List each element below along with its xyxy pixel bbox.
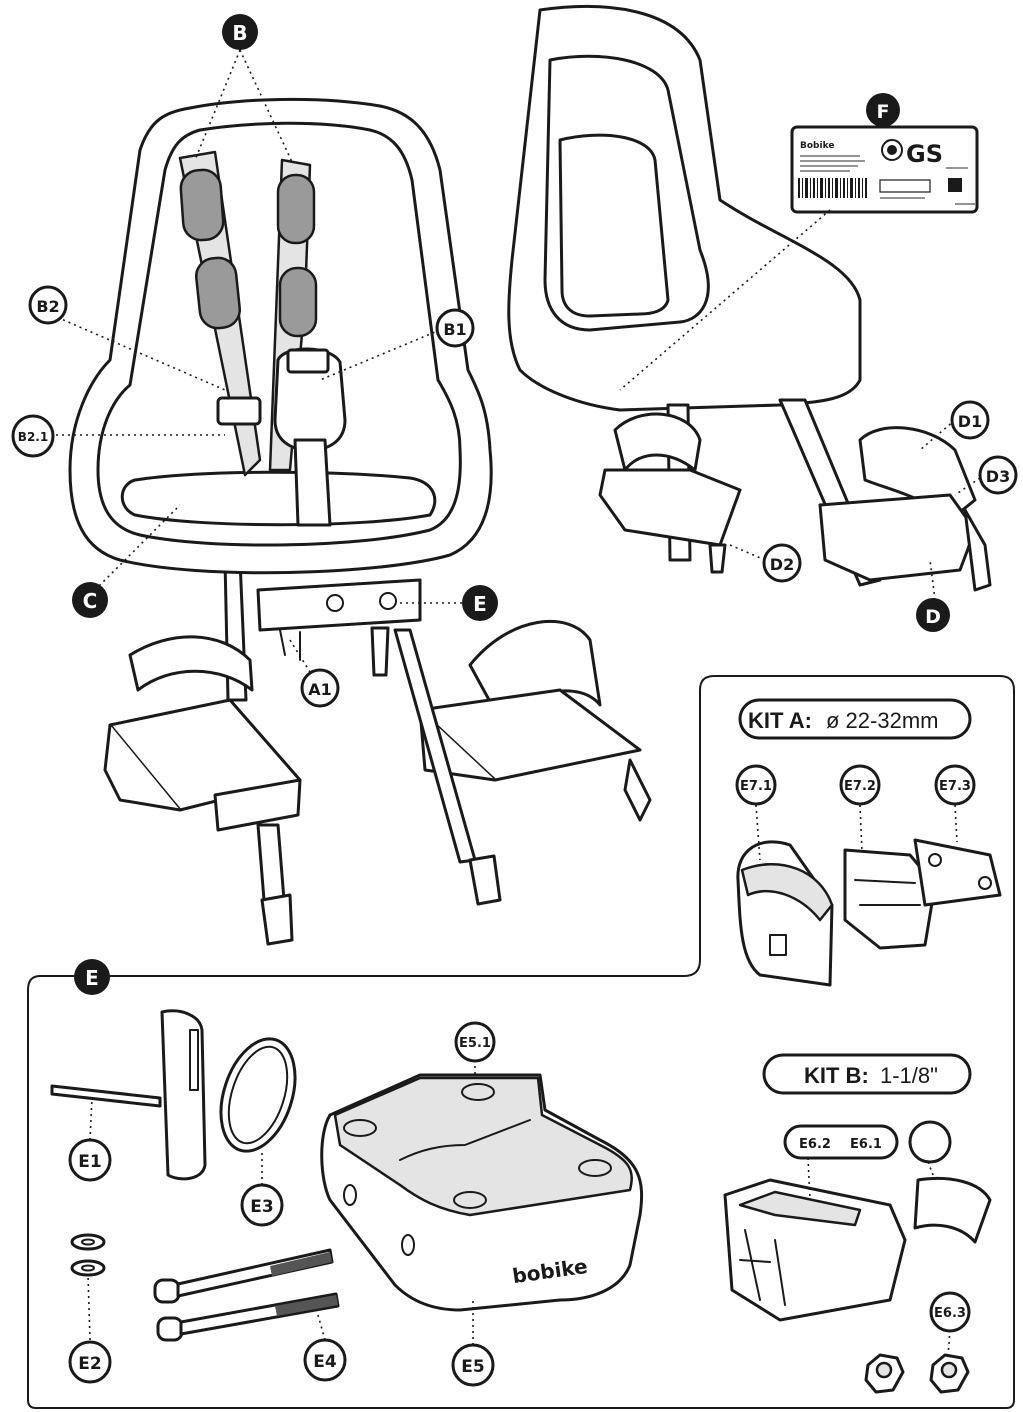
callout-d1: D1 [950,400,990,440]
e-parts-drawing: bobike [50,1009,644,1342]
callout-e3: E3 [240,1183,284,1227]
svg-text:B2.1: B2.1 [18,430,48,444]
sticker-barcode [798,178,867,198]
callout-e6-3: E6.3 [929,1291,971,1333]
callout-c: C [72,582,108,618]
svg-text:B2: B2 [36,297,59,316]
callout-e7-2: E7.2 [839,764,881,806]
svg-text:E: E [85,966,99,990]
svg-text:E: E [473,592,487,616]
callout-d: D [916,598,950,632]
kit-a-panel: KIT A: ø 22-32mm [27,675,1015,1409]
svg-text:B1: B1 [443,320,466,339]
svg-text:D2: D2 [770,555,794,574]
svg-text:E5: E5 [461,1357,484,1377]
svg-text:D: D [925,606,941,628]
callout-e7-1: E7.1 [735,764,777,806]
rear-seat-drawing [507,5,992,592]
kit-b-name: KIT B: [804,1063,869,1088]
callout-d3: D3 [978,455,1018,495]
callout-e1: E1 [68,1138,112,1182]
callout-e2: E2 [68,1340,112,1384]
svg-text:E7.1: E7.1 [740,779,772,794]
svg-text:E6.3: E6.3 [934,1306,966,1321]
callout-e5: E5 [451,1343,495,1387]
callout-e6-2-e6-1: E6.2 E6.1 [783,1124,899,1160]
svg-text:E2: E2 [78,1354,101,1374]
svg-text:C: C [83,589,98,613]
svg-text:F: F [877,101,890,123]
callout-e4: E4 [303,1338,347,1382]
callout-d2: D2 [762,543,802,583]
callout-e-top: E [462,585,498,621]
gs-mark-text: GS [906,140,943,168]
callout-b: B [222,14,258,50]
kit-a-name: KIT A: [748,708,812,733]
svg-text:A1: A1 [308,680,332,699]
label-e6-1: E6.1 [850,1137,882,1152]
gs-sticker: Bobike [790,125,979,214]
front-seat-drawing [68,97,652,946]
svg-text:E1: E1 [78,1152,101,1172]
svg-text:E7.2: E7.2 [844,779,876,794]
sticker-brand-text: Bobike [800,141,834,151]
callout-f: F [866,93,900,127]
callout-e-bottom: E [74,959,110,995]
svg-text:E3: E3 [250,1197,273,1217]
svg-text:E5.1: E5.1 [459,1036,491,1051]
kit-b-panel: KIT B: 1-1/8" [723,1053,992,1394]
svg-text:D1: D1 [958,412,982,431]
callout-e5-1: E5.1 [454,1021,496,1063]
svg-text:E4: E4 [313,1352,337,1372]
callout-b2-1: B2.1 [11,414,55,458]
svg-text:D3: D3 [986,467,1010,486]
callout-e7-3: E7.3 [934,764,976,806]
kit-a-spec: ø 22-32mm [826,708,938,733]
kit-b-spec: 1-1/8" [880,1063,938,1088]
callout-b1: B1 [435,308,475,348]
callout-a1: A1 [300,668,340,708]
sticker-fine-print [800,155,975,205]
svg-text:E7.3: E7.3 [939,779,971,794]
callout-b2: B2 [28,285,68,325]
label-e6-2: E6.2 [799,1137,831,1152]
svg-text:B: B [232,21,247,45]
